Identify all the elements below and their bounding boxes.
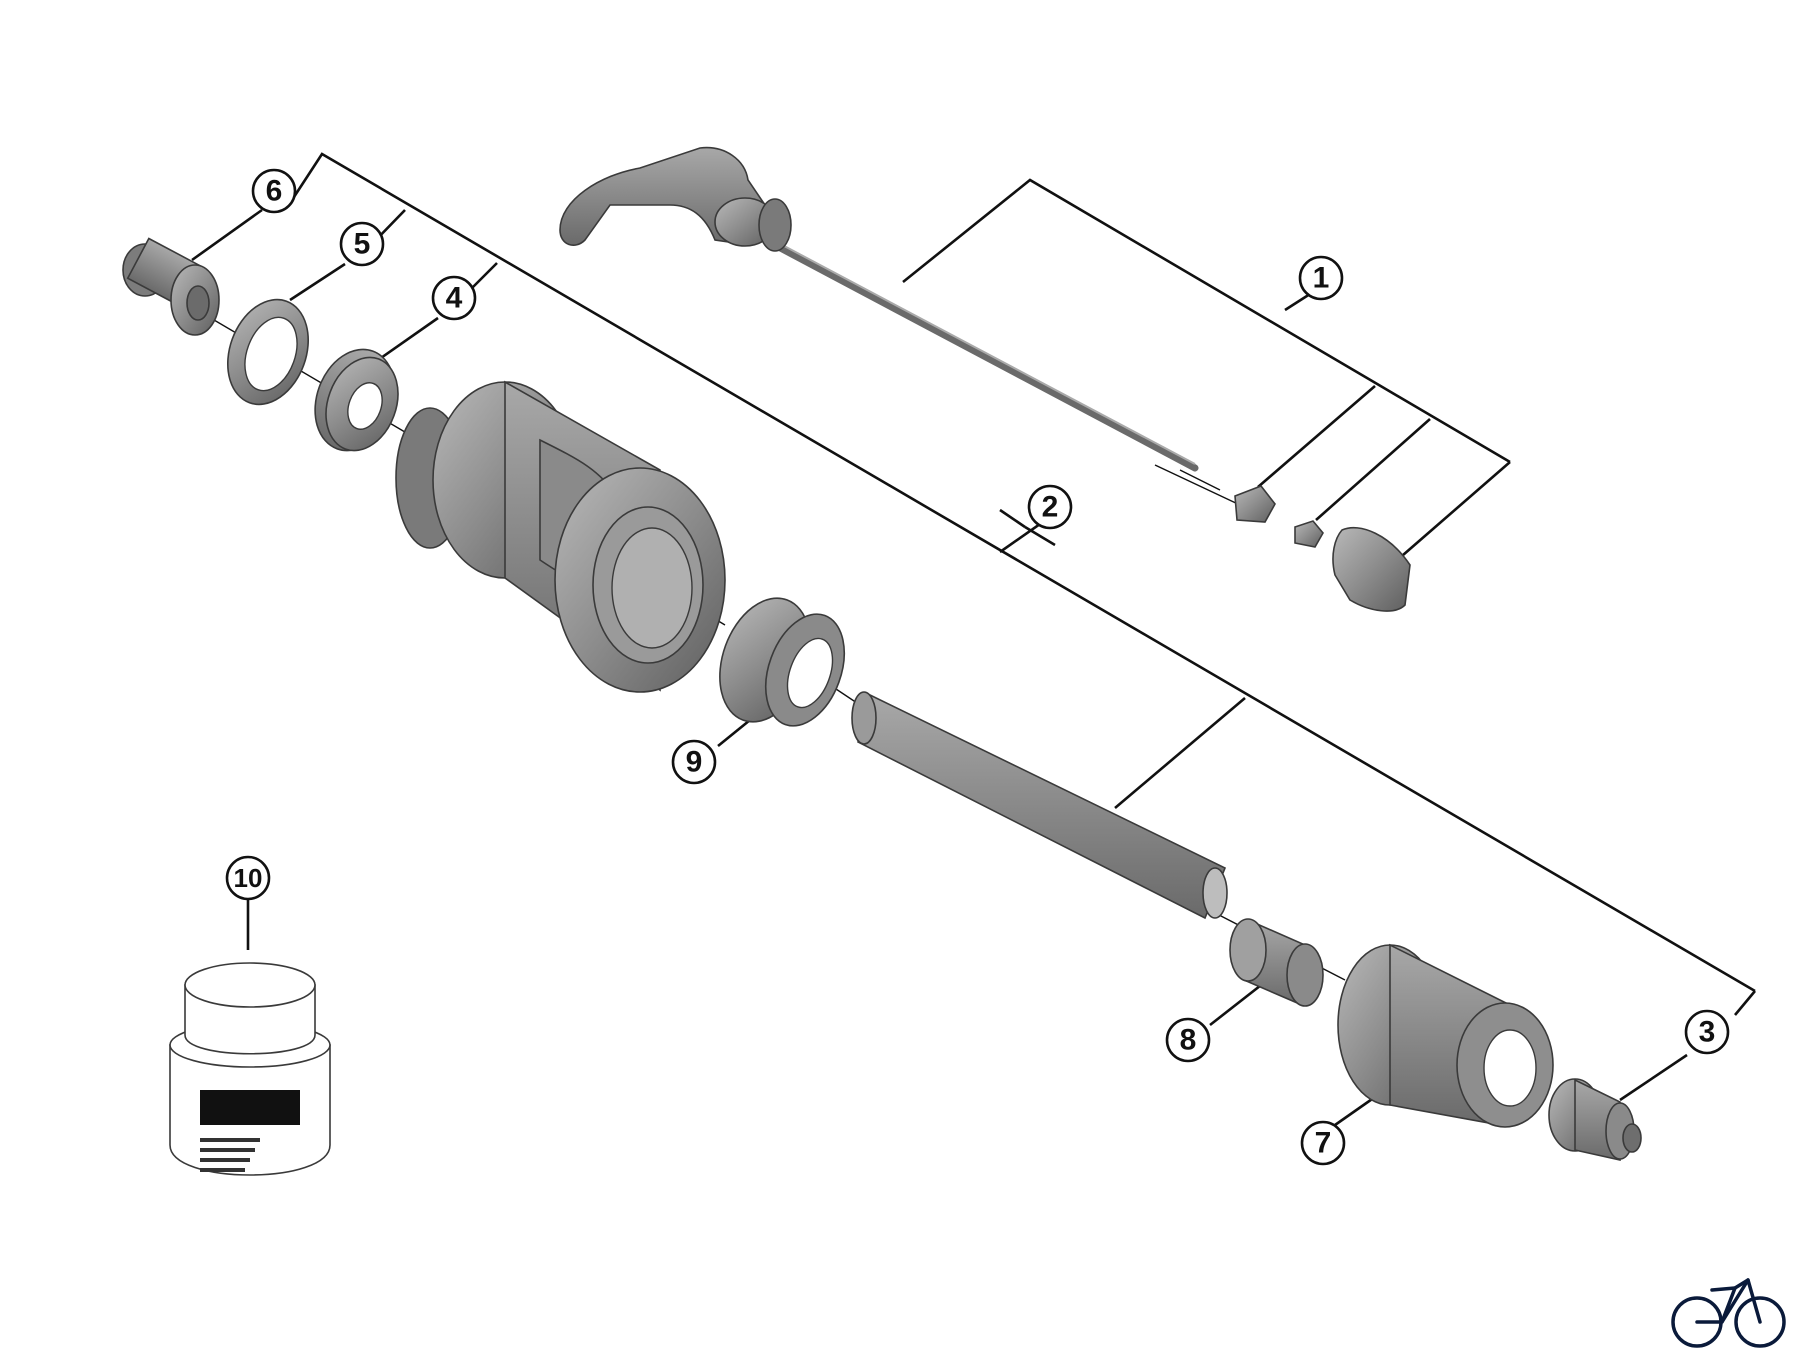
callout-1-label: 1	[1313, 262, 1330, 295]
callout-9: 9	[671, 739, 717, 785]
leader-lines	[191, 152, 1756, 1127]
quick-release-skewer	[559, 146, 1411, 612]
callout-10-label: 10	[234, 863, 263, 893]
callout-2-label: 2	[1042, 491, 1059, 524]
ratchet-driver	[719, 597, 846, 727]
callout-1: 1	[1298, 255, 1344, 301]
callout-4: 4	[431, 275, 477, 321]
axle	[851, 691, 1228, 920]
callout-5-label: 5	[354, 228, 371, 261]
callout-3-label: 3	[1699, 1016, 1716, 1049]
callout-8-label: 8	[1180, 1024, 1197, 1057]
bearing	[314, 348, 399, 452]
callout-7-label: 7	[1315, 1127, 1332, 1160]
end-cap-left	[122, 237, 220, 336]
callout-5: 5	[339, 221, 385, 267]
callout-2: 2	[1027, 484, 1073, 530]
grease-jar	[169, 962, 331, 1176]
callout-3: 3	[1684, 1009, 1730, 1055]
callout-10: 10	[225, 855, 271, 901]
callout-6: 6	[251, 168, 297, 214]
callout-4-label: 4	[446, 282, 463, 315]
spacer-sleeve	[1229, 918, 1324, 1007]
callout-9-label: 9	[686, 746, 703, 779]
callout-7: 7	[1300, 1120, 1346, 1166]
callout-6-label: 6	[266, 175, 283, 208]
callout-8: 8	[1165, 1017, 1211, 1063]
dust-seal	[226, 298, 310, 406]
bicycle-logo	[1671, 1278, 1786, 1348]
freehub-body	[1337, 943, 1554, 1128]
hub-body	[395, 380, 726, 693]
end-cap-right	[1548, 1078, 1642, 1161]
